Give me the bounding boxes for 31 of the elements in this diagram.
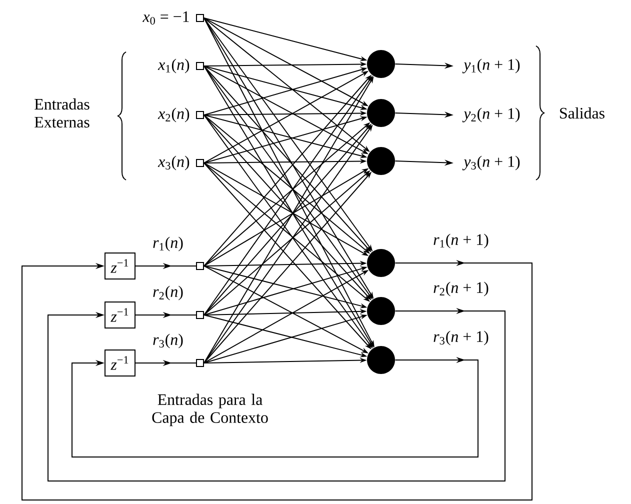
input-square: [196, 358, 204, 367]
neuron-circle: [367, 98, 395, 127]
signal-label: r$_{2}$(n + 1): [432, 280, 490, 298]
neuron-circle: [367, 146, 395, 175]
neuron-circle: [367, 50, 395, 78]
arrow: [48, 308, 506, 482]
input-square: [196, 262, 204, 270]
neuron-circle: [367, 296, 395, 325]
arrow: [72, 356, 478, 458]
signal-label: r$_{3}$(n): [152, 332, 184, 350]
z-box: z$^{−1}$: [104, 301, 136, 328]
brace-label: Entradas Externas: [34, 98, 90, 128]
brace-label: Salidas: [560, 107, 604, 119]
z-box: z$^{−1}$: [104, 252, 136, 280]
input-label: x$_{3}$(n): [158, 156, 190, 170]
output-label: y$_{2}$(n + 1): [462, 108, 520, 122]
signal-label: r$_{1}$(n + 1): [432, 232, 490, 250]
neuron-circle: [367, 346, 395, 374]
output-label: y$_{1}$(n + 1): [462, 58, 520, 74]
signal-label: r$_{1}$(n): [152, 236, 184, 252]
input-label: x$_{2}$(n): [158, 108, 190, 122]
input-label: x$_{0}$ = −1: [142, 11, 189, 25]
neuron-circle: [367, 248, 395, 277]
signal-label: r$_{3}$(n + 1): [432, 330, 490, 346]
arrow: [22, 260, 532, 500]
input-square: [196, 310, 204, 319]
caption-text: Entradas para la Capa de Contexto: [152, 394, 268, 426]
z-box: z$^{−1}$: [104, 349, 136, 376]
output-label: y$_{3}$(n + 1): [462, 156, 520, 170]
signal-label: r$_{2}$(n): [152, 284, 184, 302]
input-label: x$_{1}$(n): [158, 58, 190, 74]
